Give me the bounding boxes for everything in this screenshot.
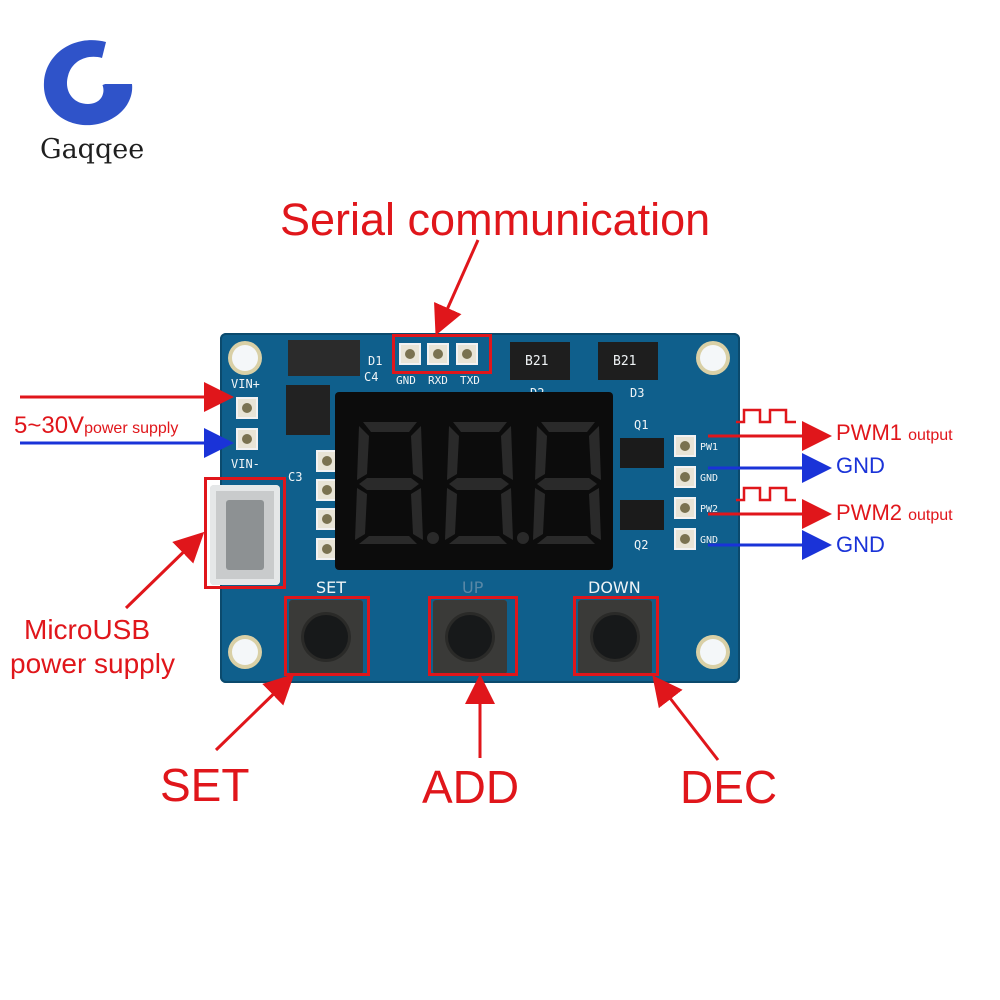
brand-name: Gaqqee (40, 134, 145, 165)
pwm1-name: PWM1 (836, 420, 902, 445)
label-vin-minus: VIN- (231, 457, 260, 471)
microusb-label-line1: MicroUSB (24, 614, 151, 645)
display-digits (355, 422, 601, 544)
board-label-set: SET (316, 578, 347, 597)
label-d1: D1 (368, 354, 383, 368)
power-voltage-label: 5~30Vpower supply (14, 412, 178, 440)
output-pin-pw1 (674, 435, 696, 457)
serial-pin-gnd (399, 343, 421, 365)
mount-hole (700, 345, 726, 371)
pwm2-name: PWM2 (836, 500, 902, 525)
diode-d2-text: B21 (525, 354, 549, 369)
label-gnd1: GND (700, 473, 719, 484)
label-vin-plus: VIN+ (231, 377, 260, 391)
power-supply-suffix: power supply (84, 420, 179, 437)
up-button[interactable] (433, 600, 507, 674)
serial-pin-rxd (427, 343, 449, 365)
transistor-q2 (620, 500, 664, 530)
mount-hole (232, 639, 258, 665)
down-button[interactable] (578, 600, 652, 674)
board-label-up: UP (462, 578, 484, 597)
add-label: ADD (422, 761, 520, 813)
diode-d3-text: B21 (613, 354, 637, 369)
up-button-cap[interactable] (448, 615, 492, 659)
serial-arrow (434, 239, 480, 336)
brand-logo-icon (43, 40, 136, 126)
pwm2-output-label: PWM2 output (836, 500, 953, 526)
dec-label: DEC (680, 761, 778, 813)
microusb-arrow (124, 531, 205, 610)
down-button-cap[interactable] (593, 615, 637, 659)
output-pin-gnd1 (674, 466, 696, 488)
serial-highlight-box (392, 334, 492, 374)
serial-label-gnd: GND (396, 374, 416, 387)
board-label-down: DOWN (588, 578, 641, 597)
label-q1: Q1 (634, 418, 649, 432)
output-pin-gnd2 (674, 528, 696, 550)
output-pin-pw2 (674, 497, 696, 519)
dec-arrow (652, 675, 720, 761)
set-highlight-box (284, 596, 370, 676)
pwm1-output-label: PWM1 output (836, 420, 953, 446)
pwm1-pulse (736, 408, 796, 424)
mount-hole (700, 639, 726, 665)
serial-pin-txd (456, 343, 478, 365)
serial-communication-label: Serial communication (280, 194, 711, 245)
label-c4: C4 (364, 370, 379, 384)
microusb-highlight-box (204, 477, 286, 589)
pwm1-output-suffix: output (908, 427, 953, 444)
dec-highlight-box (573, 596, 659, 676)
microusb-label-line2: power supply (10, 648, 175, 679)
brand-logo (36, 30, 146, 135)
label-c3: C3 (288, 470, 303, 484)
seven-segment-display (335, 392, 613, 570)
pwm2-output-suffix: output (908, 507, 953, 524)
vin-plus-pin (236, 397, 258, 419)
component-d1 (288, 340, 360, 376)
label-pw2: PW2 (700, 504, 719, 515)
vin-minus-pin (236, 428, 258, 450)
label-gnd2: GND (700, 535, 719, 546)
set-button-cap[interactable] (304, 615, 348, 659)
regulator-chip (286, 385, 330, 435)
gnd1-label: GND (836, 453, 885, 478)
transistor-q1 (620, 438, 664, 468)
serial-label-txd: TXD (460, 374, 480, 387)
pwm2-pulse (736, 486, 796, 502)
serial-label-rxd: RXD (428, 374, 448, 387)
set-button[interactable] (289, 600, 363, 674)
gnd2-label: GND (836, 532, 885, 557)
power-voltage-value: 5~30V (14, 412, 85, 439)
label-pw1: PW1 (700, 442, 719, 453)
set-arrow (214, 673, 295, 752)
mount-hole (232, 345, 258, 371)
label-d3: D3 (630, 386, 645, 400)
label-q2: Q2 (634, 538, 649, 552)
diode-d3 (598, 342, 658, 380)
microusb-port (226, 500, 264, 570)
diode-d2 (510, 342, 570, 380)
set-label: SET (160, 759, 250, 811)
